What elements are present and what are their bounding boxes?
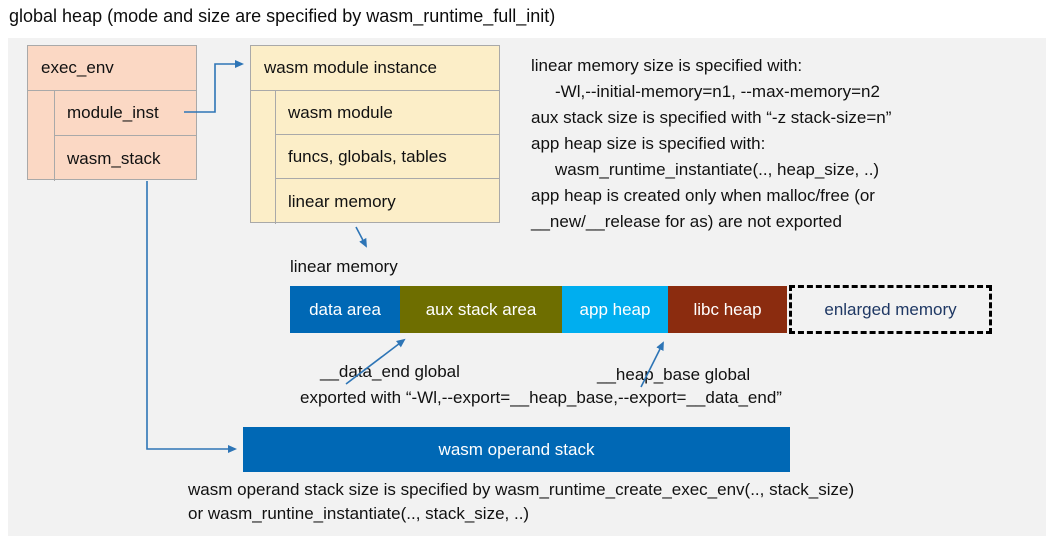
note-line: app heap is created only when malloc/fre… bbox=[531, 186, 875, 205]
exec-env-row-module-inst: module_inst bbox=[54, 91, 196, 136]
note-line: app heap size is specified with: bbox=[531, 134, 766, 153]
note-line: linear memory size is specified with: bbox=[531, 56, 803, 75]
memory-notes: linear memory size is specified with: -W… bbox=[531, 53, 891, 235]
module-instance-row-linear-memory: linear memory bbox=[275, 179, 499, 224]
module-instance-box: wasm module instance wasm module funcs, … bbox=[250, 45, 500, 224]
note-line: -Wl,--initial-memory=n1, --max-memory=n2 bbox=[555, 82, 880, 101]
operand-stack-note-line-2: or wasm_runtine_instantiate(.., stack_si… bbox=[188, 504, 530, 523]
module-instance-row-wasm-module: wasm module bbox=[275, 91, 499, 135]
page-title: global heap (mode and size are specified… bbox=[9, 6, 556, 26]
segment-aux-stack-area: aux stack area bbox=[400, 286, 562, 333]
exec-env-box: exec_env module_inst wasm_stack bbox=[27, 45, 197, 181]
segment-app-heap: app heap bbox=[562, 286, 668, 333]
module-instance-row-funcs-globals-tables: funcs, globals, tables bbox=[275, 135, 499, 179]
note-line: __new/__release for as) are not exported bbox=[531, 212, 842, 231]
exec-env-row-wasm-stack: wasm_stack bbox=[54, 136, 196, 181]
segment-libc-heap: libc heap bbox=[668, 286, 787, 333]
operand-stack-note-line-1: wasm operand stack size is specified by … bbox=[188, 480, 855, 499]
note-line: aux stack size is specified with “-z sta… bbox=[531, 108, 892, 127]
wasm-operand-stack-bar: wasm operand stack bbox=[243, 427, 790, 472]
module-instance-header: wasm module instance bbox=[251, 46, 499, 91]
linear-memory-label: linear memory bbox=[290, 257, 398, 276]
export-note-label: exported with “-Wl,--export=__heap_base,… bbox=[300, 388, 782, 407]
enlarged-memory-box: enlarged memory bbox=[789, 285, 992, 334]
data-end-global-label: __data_end global bbox=[320, 362, 460, 381]
note-line: wasm_runtime_instantiate(.., heap_size, … bbox=[555, 160, 880, 179]
heap-base-global-label: __heap_base global bbox=[597, 365, 751, 384]
segment-data-area: data area bbox=[290, 286, 400, 333]
exec-env-header: exec_env bbox=[28, 46, 196, 91]
